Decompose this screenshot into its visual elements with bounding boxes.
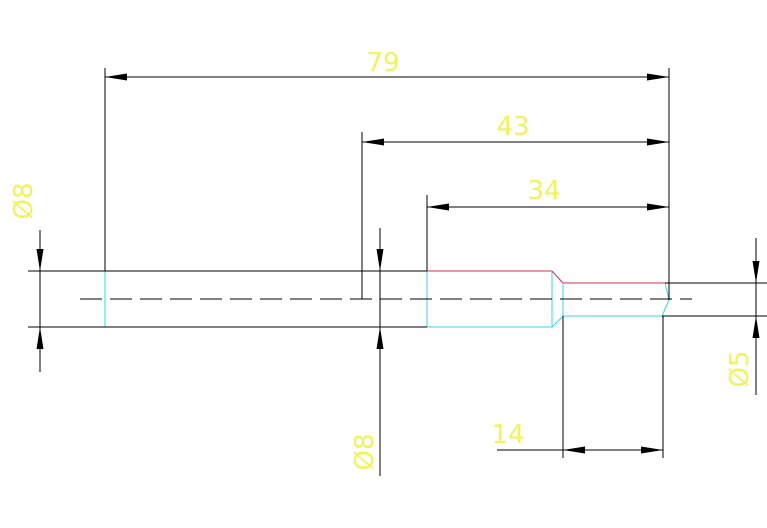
part-chamfer [664,282,670,301]
dim-text-34: 34 [527,176,560,206]
part-taper-top [551,270,564,284]
dim-text-79: 79 [366,48,399,78]
part-chamfer-2 [661,299,670,317]
dim-text-dia-right: Ø5 [725,350,755,387]
part-taper-bottom [551,315,564,328]
dim-text-43: 43 [496,112,529,142]
dim-text-dia-left: Ø8 [9,182,39,219]
dim-text-dia-mid: Ø8 [350,433,380,470]
extension-lines [28,68,767,458]
dim-text-14: 14 [491,420,524,450]
